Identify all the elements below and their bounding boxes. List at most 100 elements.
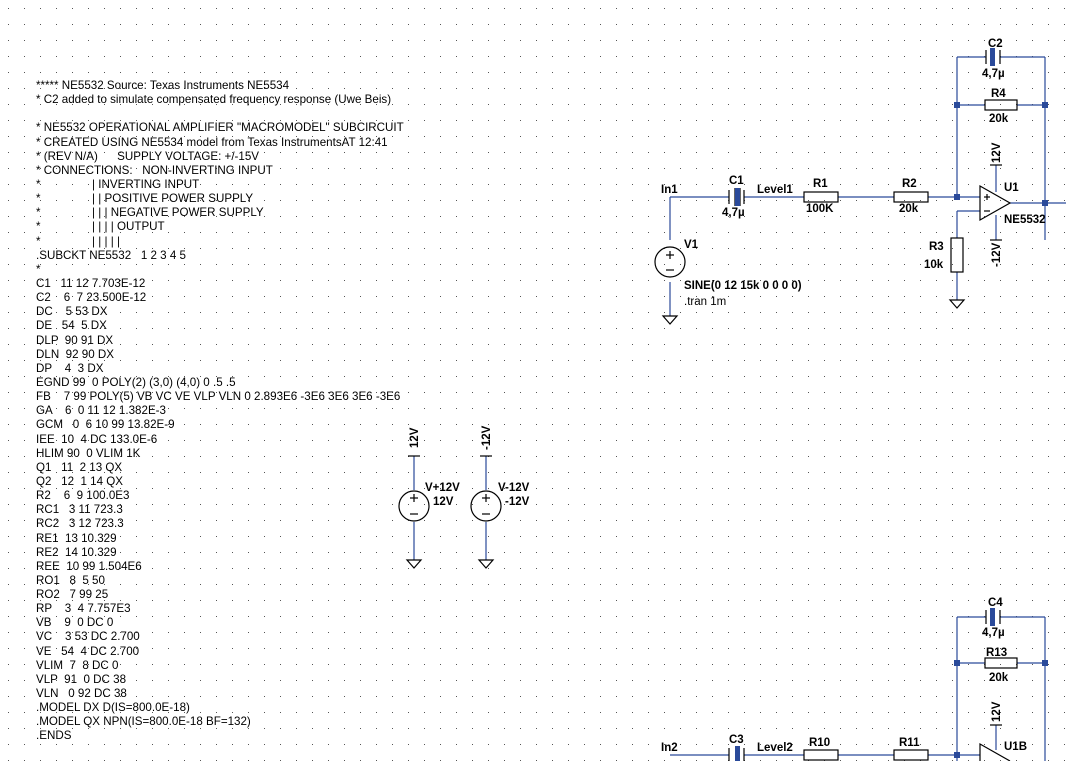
junction-dots [954, 102, 1048, 758]
capacitor-c3[interactable] [728, 746, 745, 761]
r4-value: 20k [989, 113, 1009, 125]
netlist-line: Q2 12 1 14 QX [36, 474, 124, 488]
netlist-line: IEE 10 4 DC 133.0E-6 [36, 432, 158, 446]
netlist-line: Q1 11 2 13 QX [36, 460, 123, 474]
netlist-line: DLN 92 90 DX [36, 347, 114, 361]
r2-value: 20k [899, 203, 919, 215]
r13-ref: R13 [986, 647, 1007, 659]
c4-ref: C4 [988, 597, 1003, 609]
netlist-line: RP 3 4 7.757E3 [36, 602, 131, 616]
r3-value: 10k [924, 259, 944, 271]
netlist-line: C1 11 12 7.703E-12 [36, 276, 146, 290]
netlist-line: VB 9 0 DC 0 [36, 616, 114, 630]
u1-model: NE5532 [1004, 214, 1046, 226]
u1b-pos-rail: 12V [991, 701, 1003, 722]
resistor-r2[interactable] [893, 191, 929, 203]
netlist-line: ***** NE5532 Source: Texas Instruments N… [36, 79, 290, 92]
netlist-line: RO2 7 99 25 [36, 588, 109, 602]
netlist-line: VLIM 7 8 DC 0 [36, 658, 119, 672]
netlist-line: R2 6 9 100.0E3 [36, 489, 130, 503]
ground-symbols [405, 299, 966, 569]
r4-ref: R4 [991, 88, 1006, 100]
u1-neg-rail: -12V [991, 242, 1003, 267]
wires [413, 56, 1066, 761]
c4-value: 4,7µ [982, 627, 1005, 639]
resistor-r1[interactable] [803, 191, 839, 203]
netlist-line: REE 10 99 1.504E6 [36, 559, 142, 573]
resistor-r13[interactable] [984, 657, 1018, 669]
resistor-r4[interactable] [984, 99, 1018, 111]
opamp-u1b[interactable] [979, 742, 1011, 761]
netlist-line: * NE5532 OPERATIONAL AMPLIFIER "MACROMOD… [36, 121, 404, 135]
neg-supply-net: -12V [481, 425, 493, 450]
c2-ref: C2 [988, 38, 1003, 50]
netlist-line: .MODEL DX D(IS=800.0E-18) [36, 701, 190, 715]
netlist-line: * CONNECTIONS: NON-INVERTING INPUT [36, 163, 273, 177]
r1-value: 100K [806, 203, 834, 215]
voltage-source-v-minus-12v[interactable] [470, 490, 502, 522]
r11-ref: R11 [899, 737, 920, 749]
vminus12v-value: -12V [505, 496, 530, 508]
vminus12v-ref: V-12V [498, 482, 530, 494]
netlist-line: GA 6 0 11 12 1.382E-3 [36, 404, 166, 418]
netlist-line: DE 54 5 DX [36, 319, 107, 333]
net-in1: In1 [661, 184, 678, 196]
netlist-line: * (REV N/A) SUPPLY VOLTAGE: +/-15V [36, 149, 260, 163]
netlist-line: EGND 99 0 POLY(2) (3,0) (4,0) 0 .5 .5 [36, 375, 236, 389]
v1-spec: SINE(0 12 15k 0 0 0 0) [684, 280, 802, 292]
netlist-line: VE 54 4 DC 2.700 [36, 644, 140, 658]
netlist-line: * | | POSITIVE POWER SUPPLY [36, 192, 254, 206]
netlist-line: * | | | | | [36, 234, 120, 248]
resistor-r11[interactable] [893, 749, 929, 761]
netlist-line: * | | | | OUTPUT [36, 220, 165, 234]
c2-value: 4,7µ [982, 68, 1005, 80]
netlist-line: C2 6 7 23.500E-12 [36, 291, 147, 305]
c1-value: 4,7µ [722, 207, 745, 219]
capacitor-c1[interactable] [728, 188, 745, 206]
r10-ref: R10 [809, 737, 830, 749]
netlist-line: * C2 added to simulate compensated frequ… [36, 93, 392, 107]
spice-netlist: ***** NE5532 Source: Texas Instruments N… [36, 79, 404, 744]
netlist-line: .SUBCKT NE5532 1 2 3 4 5 [36, 248, 186, 262]
opamp-u1[interactable] [979, 184, 1012, 222]
netlist-line: VLP 91 0 DC 38 [36, 672, 127, 686]
r2-ref: R2 [902, 178, 917, 190]
u1b-ref: U1B [1004, 741, 1027, 753]
r1-ref: R1 [813, 178, 828, 190]
netlist-line: RE2 14 10.329 [36, 545, 117, 559]
netlist-line: * | | | NEGATIVE POWER SUPPLY [36, 206, 264, 220]
netlist-line: .MODEL QX NPN(IS=800.0E-18 BF=132) [36, 715, 251, 729]
capacitor-c4[interactable] [985, 608, 1001, 626]
u1-pos-rail: 12V [991, 142, 1003, 163]
netlist-line: .ENDS [36, 729, 72, 743]
voltage-source-v-plus-12v[interactable] [398, 490, 430, 522]
pos-supply-net: 12V [409, 427, 421, 448]
netlist-line: DP 4 3 DX [36, 361, 104, 375]
netlist-line: RE1 13 10.329 [36, 531, 117, 545]
resistor-r10[interactable] [803, 749, 839, 761]
net-level1: Level1 [757, 184, 793, 196]
capacitor-c2[interactable] [985, 48, 1001, 66]
netlist-line: FB 7 99 POLY(5) VB VC VE VLP VLN 0 2.893… [36, 390, 401, 404]
netlist-line: VLN 0 92 DC 38 [36, 687, 127, 701]
netlist-line: DC 5 53 DX [36, 305, 108, 319]
net-level2: Level2 [757, 742, 793, 754]
r3-ref: R3 [929, 241, 944, 253]
netlist-line: GCM 0 6 10 99 13.82E-9 [36, 418, 175, 432]
netlist-line: DLP 90 91 DX [36, 333, 114, 347]
c1-ref: C1 [729, 175, 744, 187]
tran-directive: .tran 1m [684, 296, 726, 308]
vplus12v-value: 12V [433, 496, 454, 508]
netlist-line: RC1 3 11 723.3 [36, 503, 123, 517]
c3-ref: C3 [729, 734, 744, 746]
voltage-source-v1[interactable] [654, 246, 686, 278]
netlist-line: VC 3 53 DC 2.700 [36, 630, 140, 644]
resistor-r3[interactable] [950, 237, 964, 273]
netlist-line: * CREATED USING NE5534 model from Texas … [36, 135, 388, 149]
netlist-line: HLIM 90 0 VLIM 1K [36, 446, 141, 460]
netlist-line: RO1 8 5 50 [36, 573, 105, 587]
r13-value: 20k [989, 672, 1009, 684]
power-flags [408, 164, 1002, 726]
